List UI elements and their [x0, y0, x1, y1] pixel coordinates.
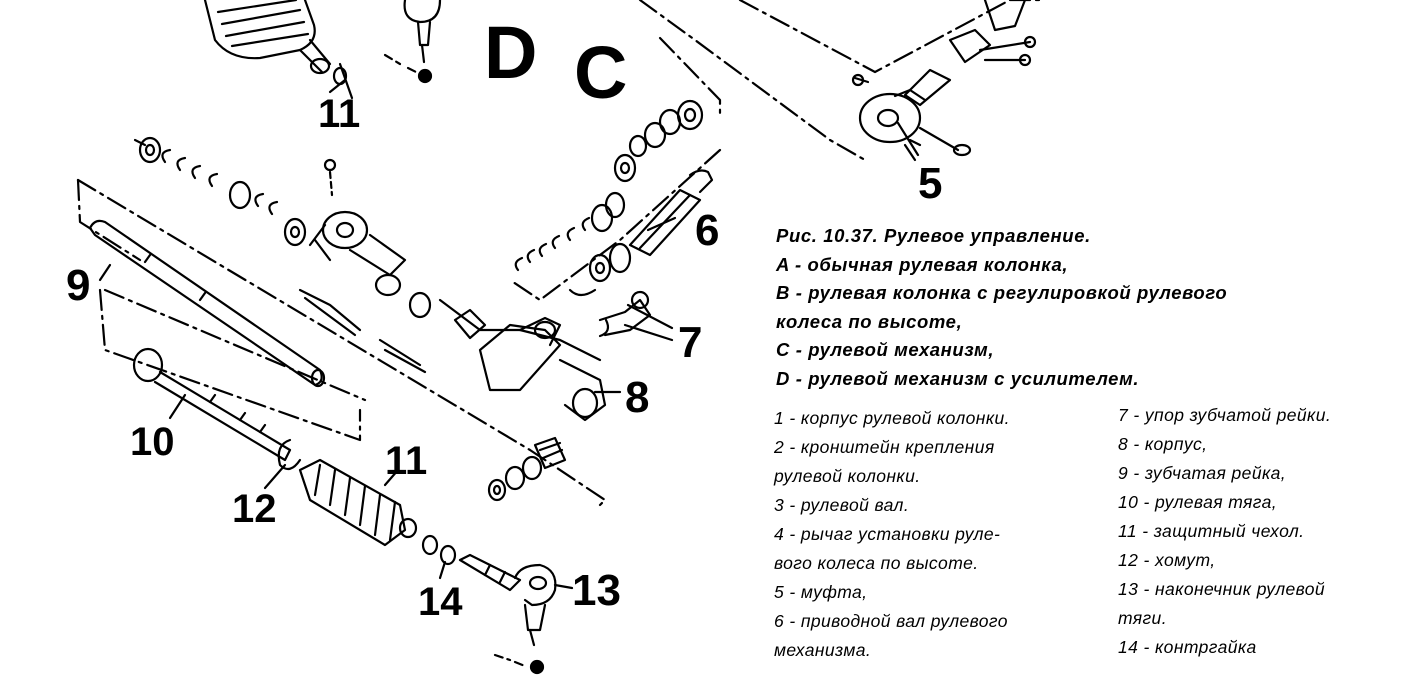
label-7: 7 — [678, 318, 702, 367]
washers-upper — [613, 99, 704, 183]
label-9: 9 — [66, 261, 90, 310]
legend-item: 9 - зубчатая рейка, — [1118, 463, 1287, 483]
caption-title: Рис. 10.37. Рулевое управление. — [776, 225, 1091, 246]
leader-lines — [98, 78, 917, 590]
legend-right-column: 7 - упор зубчатой рейки. 8 - корпус, 9 -… — [1118, 401, 1408, 662]
caption-b-line1: B - рулевая колонка с регулировкой рулев… — [776, 282, 1228, 303]
legend-left-column: 1 - корпус рулевой колонки. 2 - кронштей… — [774, 404, 1109, 665]
legend-item: 8 - корпус, — [1118, 434, 1208, 454]
label-14: 14 — [418, 580, 463, 624]
legend-item: 1 - корпус рулевой колонки. — [774, 408, 1010, 428]
legend-item: вого колеса по высоте. — [774, 553, 979, 573]
legend-item: 11 - защитный чехол. — [1118, 521, 1305, 541]
clamp — [277, 438, 302, 471]
caption-b-line2: колеса по высоте, — [776, 310, 963, 332]
legend-item: 10 - рулевая тяга, — [1118, 492, 1277, 512]
legend-item: 3 - рулевой вал. — [774, 495, 910, 515]
section-d-letter: D — [484, 11, 537, 94]
section-c-letter: C — [574, 31, 627, 114]
section-c-frame — [508, 36, 722, 302]
legend-item: рулевой колонки. — [774, 466, 921, 486]
label-5: 5 — [918, 159, 942, 208]
label-11-bottom: 11 — [385, 439, 427, 483]
power-steering-housing — [298, 210, 652, 422]
label-11-top: 11 — [318, 92, 360, 136]
washers-d — [133, 136, 337, 247]
legend-item: 12 - хомут, — [1118, 550, 1216, 570]
legend-item: 2 - кронштейн крепления — [774, 437, 995, 457]
top-boot — [203, 0, 354, 100]
tie-rod — [132, 347, 292, 462]
legend-item: механизма. — [774, 640, 872, 660]
rack-frame — [76, 178, 607, 507]
label-8: 8 — [625, 373, 649, 422]
legend-item: 7 - упор зубчатой рейки. — [1118, 405, 1332, 425]
legend-item: 4 - рычаг установки руле- — [774, 524, 1001, 544]
lower-boot — [298, 458, 418, 547]
legend-item: тяги. — [1118, 608, 1167, 628]
label-12: 12 — [232, 487, 277, 531]
pinion-shaft — [568, 169, 714, 297]
steering-column — [638, 0, 1042, 162]
legend-item: 14 - контргайка — [1118, 637, 1257, 657]
caption-a: A - обычная рулевая колонка, — [776, 253, 1069, 275]
washers-lower — [514, 191, 626, 272]
legend-item: 13 - наконечник рулевой — [1118, 579, 1326, 599]
label-6: 6 — [695, 206, 719, 255]
top-tie-rod-end — [383, 0, 442, 84]
label-13: 13 — [572, 566, 621, 615]
caption-c: C - рулевой механизм, — [776, 339, 995, 360]
legend-item: 5 - муфта, — [774, 582, 868, 602]
legend-item: 6 - приводной вал рулевого — [774, 611, 1008, 631]
tie-rod-end-lower — [421, 534, 557, 675]
lower-fittings — [487, 436, 567, 502]
figure-caption: Рис. 10.37. Рулевое управление. A - обыч… — [776, 222, 1406, 393]
label-10: 10 — [130, 420, 175, 464]
rack-bar — [88, 219, 326, 388]
caption-d: D - рулевой механизм с усилителем. — [776, 367, 1140, 389]
